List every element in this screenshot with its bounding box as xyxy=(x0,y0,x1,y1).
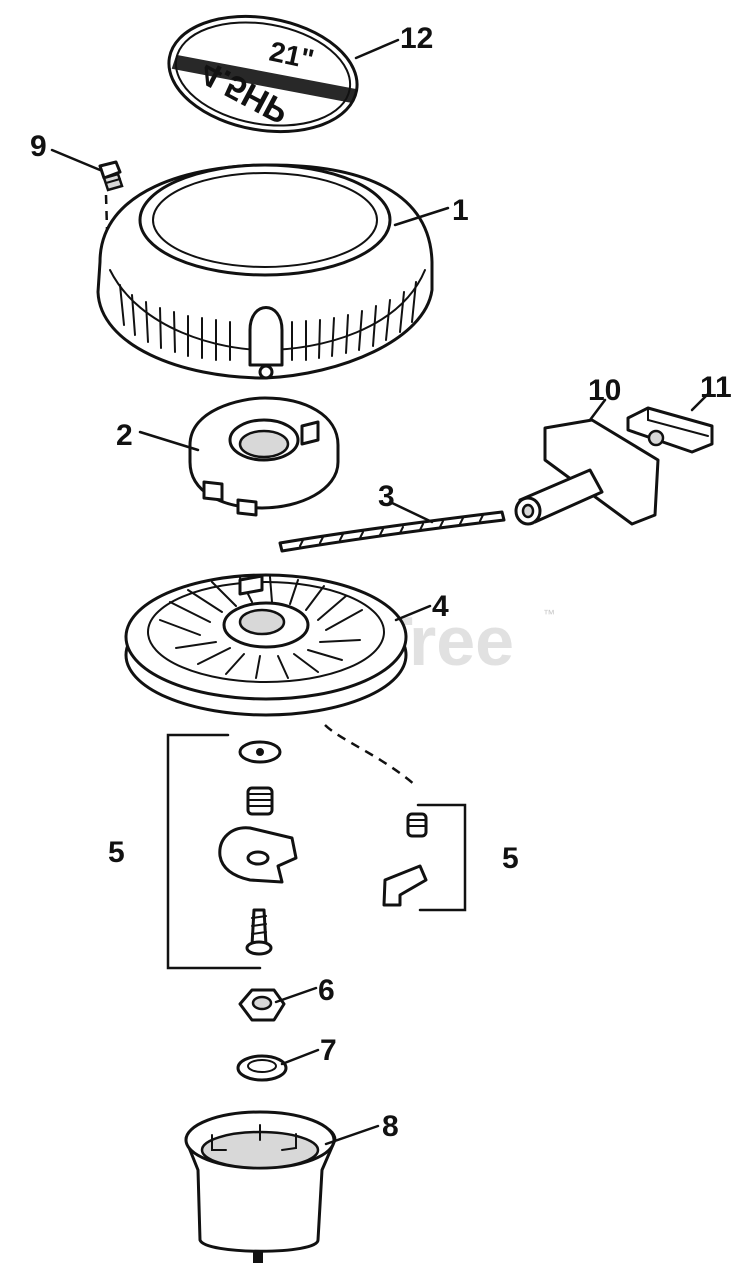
part-11-handle-insert xyxy=(626,406,714,454)
pawl-screw-left xyxy=(245,908,273,956)
callout-8: 8 xyxy=(382,1110,399,1143)
callout-2: 2 xyxy=(116,419,133,452)
part-3-starter-rope xyxy=(278,510,506,553)
leader-lines xyxy=(50,38,710,1146)
part-12-emblem-decal: 21" 4.5HP xyxy=(167,14,359,134)
callout-3: 3 xyxy=(378,480,395,513)
callout-4: 4 xyxy=(432,590,449,623)
callout-7: 7 xyxy=(320,1034,337,1067)
callout-5-left: 5 xyxy=(108,836,125,869)
part-8-starter-cup xyxy=(184,1110,337,1263)
part-10-starter-handle xyxy=(514,418,660,526)
callout-12: 12 xyxy=(400,22,433,55)
callout-9: 9 xyxy=(30,130,47,163)
pawl-spring-right xyxy=(406,812,428,838)
part-5-left-pawl-assembly xyxy=(166,733,298,970)
callout-11: 11 xyxy=(700,371,732,404)
callout-6: 6 xyxy=(318,974,335,1007)
housing-vents xyxy=(119,281,417,361)
part-2-retainer-plate xyxy=(188,396,340,517)
pawl-spring-left xyxy=(246,786,274,816)
callout-10: 10 xyxy=(588,374,621,407)
callout-numbers: 1 2 3 4 5 5 6 7 8 9 10 11 12 xyxy=(30,22,732,1143)
part-1-starter-housing xyxy=(96,163,434,380)
callout-1: 1 xyxy=(452,194,469,227)
callout-5-right: 5 xyxy=(502,842,519,875)
watermark-tm: ™ xyxy=(543,607,555,621)
part-4-pulley xyxy=(124,573,408,717)
part-5-right-pawl xyxy=(324,724,467,912)
part-7-washer xyxy=(236,1054,288,1082)
part-6-nut xyxy=(238,988,286,1022)
